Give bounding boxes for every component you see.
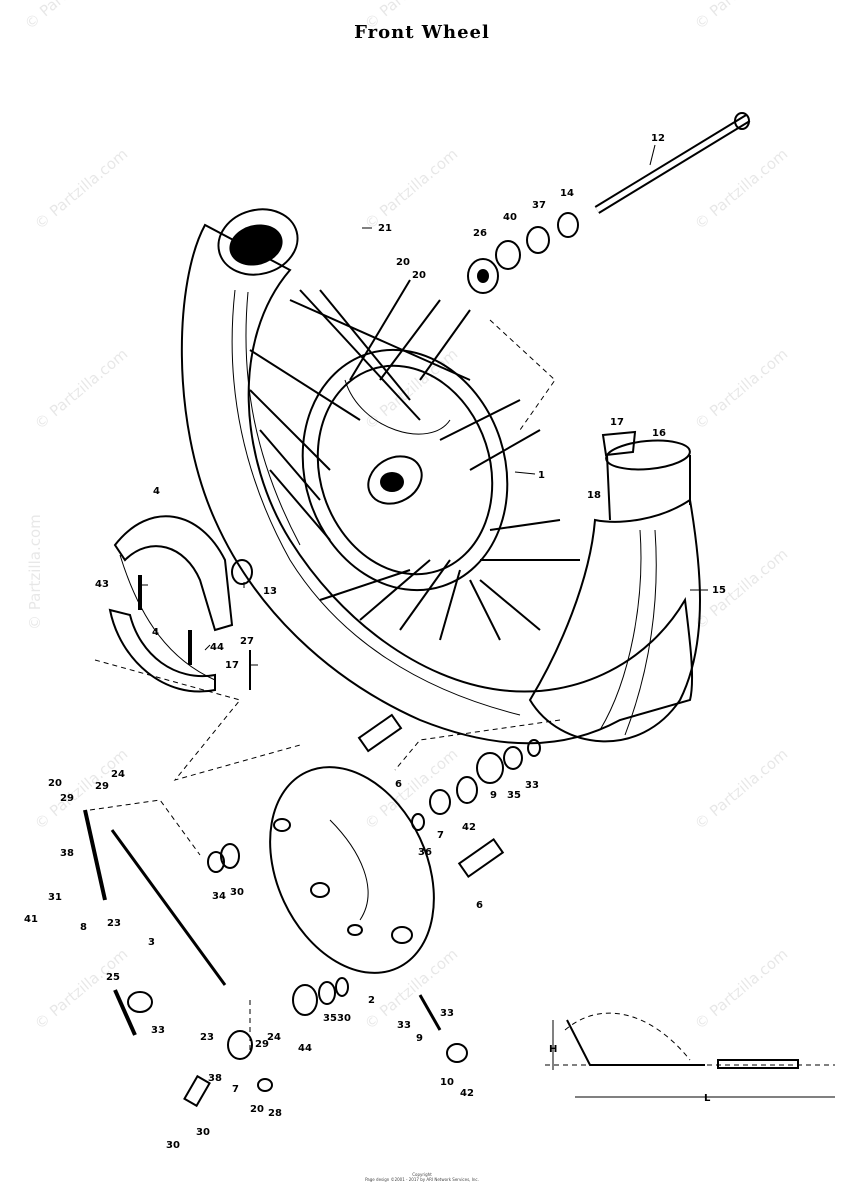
watermark: © Partzilla.com — [361, 745, 461, 833]
leader-lines — [140, 144, 708, 666]
callout: 35 — [323, 1013, 337, 1024]
dimension-label-h: H — [549, 1044, 557, 1055]
callout: 27 — [240, 636, 254, 647]
callout: 30 — [196, 1127, 210, 1138]
callout: 3 — [148, 937, 155, 948]
callout: 8 — [80, 922, 87, 933]
watermark: © Partzilla.com — [21, 0, 121, 33]
callout: 25 — [106, 972, 120, 983]
callout: 43 — [95, 579, 109, 590]
callout: 26 — [473, 228, 487, 239]
fender — [528, 430, 701, 743]
watermark: © Partzilla.com — [691, 945, 791, 1033]
callout: 38 — [60, 848, 74, 859]
copyright-notice: Copyright Page design ©2001 - 2017 by AR… — [330, 1172, 514, 1182]
callout: 20 — [250, 1104, 264, 1115]
watermark: © Partzilla.com — [361, 0, 461, 33]
callout: 42 — [462, 822, 476, 833]
callout: 33 — [440, 1008, 454, 1019]
callout: 37 — [532, 200, 546, 211]
callout: 12 — [651, 133, 665, 144]
watermark: © Partzilla.com — [31, 945, 131, 1033]
callout: 18 — [587, 490, 601, 501]
page-title: Front Wheel — [354, 22, 490, 43]
callout: 9 — [490, 790, 497, 801]
watermark: © Partzilla.com — [691, 745, 791, 833]
watermark: © Partzilla.com — [31, 145, 131, 233]
callout: 16 — [652, 428, 666, 439]
watermark: © Partzilla.com — [31, 345, 131, 433]
callout: 4 — [153, 486, 160, 497]
assembly-guides — [89, 319, 561, 1050]
callout: 10 — [440, 1077, 454, 1088]
callout: 40 — [503, 212, 517, 223]
callout: 23 — [107, 918, 121, 929]
callout: 24 — [267, 1032, 281, 1043]
callout: 30 — [230, 887, 244, 898]
callout: 15 — [712, 585, 726, 596]
copyright-line: Page design ©2001 - 2017 by ARI Network … — [365, 1177, 479, 1182]
brake-panel — [269, 766, 435, 974]
watermark: © Partzilla.com — [691, 0, 791, 33]
callout: 29 — [95, 781, 109, 792]
callout: 30 — [166, 1140, 180, 1151]
axle — [467, 112, 751, 294]
callout: 17 — [225, 660, 239, 671]
callout: 7 — [437, 830, 444, 841]
watermark: © Partzilla.com — [691, 545, 791, 633]
callout: 6 — [395, 779, 402, 790]
callout: 9 — [416, 1033, 423, 1044]
copyright-line: Copyright — [412, 1172, 432, 1177]
watermark: © Partzilla.com — [26, 514, 44, 630]
brake-shoes — [108, 515, 234, 693]
callout: 20 — [48, 778, 62, 789]
callout: 4 — [152, 627, 159, 638]
callout: 1 — [538, 470, 545, 481]
callout: 2 — [368, 995, 375, 1006]
watermark: © Partzilla.com — [691, 145, 791, 233]
spokes — [249, 279, 580, 641]
callout: 34 — [212, 891, 226, 902]
callout: 33 — [397, 1020, 411, 1031]
watermark: © Partzilla.com — [691, 345, 791, 433]
callout: 36 — [418, 847, 432, 858]
callouts: 12 14 37 40 26 21 20 20 1 17 16 18 15 4 … — [24, 133, 726, 1151]
callout: 29 — [255, 1039, 269, 1050]
callout: 20 — [412, 270, 426, 281]
callout: 38 — [208, 1073, 222, 1084]
callout: 35 — [507, 790, 521, 801]
dimension-label-l: L — [704, 1093, 711, 1104]
callout: 7 — [232, 1084, 239, 1095]
dimension-diagram: H L — [545, 1012, 835, 1104]
callout: 30 — [337, 1013, 351, 1024]
callout: 33 — [525, 780, 539, 791]
callout: 28 — [268, 1108, 282, 1119]
hardware — [83, 559, 541, 1108]
callout: 13 — [263, 586, 277, 597]
callout: 14 — [560, 188, 574, 199]
callout: 44 — [210, 642, 224, 653]
callout: 6 — [476, 900, 483, 911]
callout: 31 — [48, 892, 62, 903]
callout: 17 — [610, 417, 624, 428]
callout: 23 — [200, 1032, 214, 1043]
callout: 41 — [24, 914, 38, 925]
callout: 21 — [378, 223, 392, 234]
callout: 20 — [396, 257, 410, 268]
callout: 29 — [60, 793, 74, 804]
callout: 24 — [111, 769, 125, 780]
watermark: © Partzilla.com — [31, 745, 131, 833]
callout: 33 — [151, 1025, 165, 1036]
callout: 42 — [460, 1088, 474, 1099]
watermarks: © Partzilla.com © Partzilla.com © Partzi… — [21, 0, 791, 1033]
callout: 44 — [298, 1043, 312, 1054]
watermark: © Partzilla.com — [361, 145, 461, 233]
tire — [180, 208, 694, 745]
